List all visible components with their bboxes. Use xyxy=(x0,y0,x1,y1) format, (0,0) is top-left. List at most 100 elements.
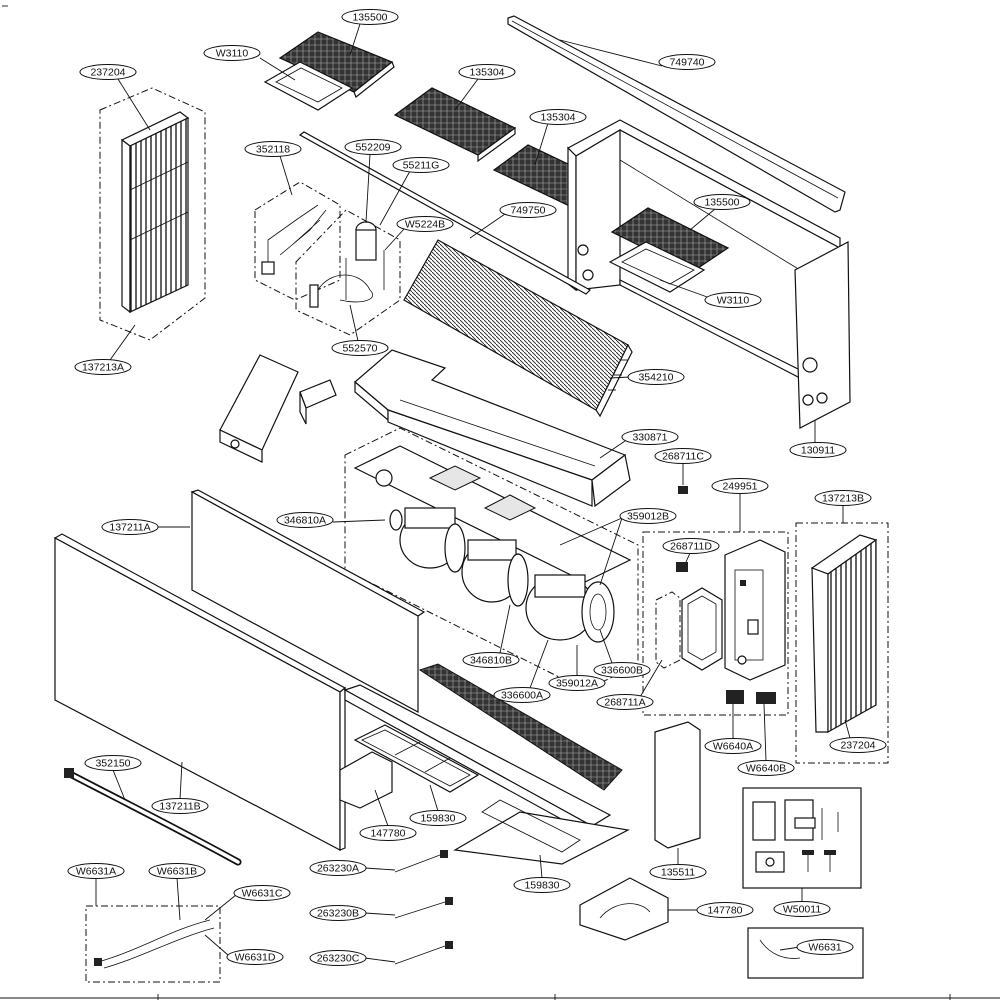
leader-line xyxy=(609,376,631,379)
part-number-text: 55211G xyxy=(403,160,440,172)
part-label-135500a: 135500 xyxy=(341,9,399,56)
rod-749750 xyxy=(298,131,591,295)
leader-line xyxy=(379,170,411,226)
leader-line xyxy=(204,934,229,956)
leader-line xyxy=(534,122,549,166)
label-oval xyxy=(203,45,261,61)
sensor-263230b xyxy=(394,897,453,919)
part-label-135500b: 135500 xyxy=(689,194,751,231)
part-number-text: 330871 xyxy=(632,432,667,444)
part-label-249951: 249951 xyxy=(711,478,769,532)
part-label-263230c: 263230C xyxy=(309,950,396,966)
part-number-text: 749740 xyxy=(669,57,704,69)
part-number-text: 159830 xyxy=(420,813,455,825)
part-number-text: 249951 xyxy=(722,481,757,493)
leader-line xyxy=(499,604,511,654)
hose-352150 xyxy=(64,768,242,866)
part-number-text: 336600A xyxy=(501,690,543,702)
part-number-text: W50011 xyxy=(783,904,821,916)
label-oval xyxy=(621,429,679,445)
coil-354210 xyxy=(403,239,633,418)
part-label-552570: 552570 xyxy=(331,304,389,356)
control-box-249951 xyxy=(724,539,786,681)
leader-line xyxy=(332,519,386,523)
part-label-137211a: 137211A xyxy=(101,519,190,535)
label-oval xyxy=(773,901,831,917)
leader-line xyxy=(844,719,851,739)
part-label-55211g: 55211G xyxy=(379,157,450,226)
part-number-text: 159830 xyxy=(524,880,559,892)
panel-137211a xyxy=(190,489,426,714)
label-oval xyxy=(704,292,762,308)
label-oval xyxy=(344,139,402,155)
bracket-part xyxy=(299,379,337,425)
group-outline-237204 xyxy=(99,87,206,341)
part-number-text: W6631 xyxy=(808,942,841,954)
part-number-text: 749750 xyxy=(510,205,545,217)
part-number-text: 137213A xyxy=(82,362,124,374)
leader-line xyxy=(539,854,543,879)
label-oval xyxy=(627,369,685,385)
part-label-263230b: 263230B xyxy=(309,905,396,921)
part-label-237204a: 237204 xyxy=(79,64,151,131)
part-label-135304b: 135304 xyxy=(529,109,587,166)
part-number-text: 135511 xyxy=(661,867,695,879)
part-label-w6631d: W6631D xyxy=(204,934,284,965)
leader-line xyxy=(429,784,439,812)
part-number-text: 137213B xyxy=(822,493,864,505)
part-number-text: W6631B xyxy=(157,866,197,878)
tray-w3110-top xyxy=(263,61,354,111)
control-box-left xyxy=(219,354,299,463)
label-oval xyxy=(233,885,291,901)
group-outline-w6631 xyxy=(85,905,221,983)
leader-line xyxy=(529,639,549,689)
label-oval xyxy=(276,512,334,528)
part-label-w6640b: W6640B xyxy=(737,703,795,776)
group-outline-137213b xyxy=(795,522,889,764)
part-number-text: 359012B xyxy=(627,511,669,523)
part-label-346810b: 346810B xyxy=(462,604,520,668)
label-oval xyxy=(693,194,751,210)
blower-fan-3 xyxy=(525,574,615,643)
part-number-text: 268711C xyxy=(662,451,704,463)
part-label-336600a: 336600A xyxy=(493,639,551,703)
blower-fan-2 xyxy=(461,539,529,607)
label-oval xyxy=(529,109,587,125)
part-label-137211b: 137211B xyxy=(151,761,209,814)
part-label-137213a: 137213A xyxy=(74,324,136,375)
sensor-263230a xyxy=(394,850,448,873)
leader-line xyxy=(659,279,711,299)
group-outline-249951 xyxy=(642,531,789,716)
label-oval xyxy=(619,508,677,524)
part-number-text: 359012A xyxy=(556,678,598,690)
part-number-text: 552209 xyxy=(355,142,390,154)
leader-line xyxy=(259,57,296,81)
leader-line xyxy=(349,23,361,56)
filter-159830-a xyxy=(353,724,480,793)
hardware-kit-w50011 xyxy=(752,799,839,873)
filter-159830-b xyxy=(453,799,630,865)
label-oval xyxy=(493,687,551,703)
filter-135500-top xyxy=(278,31,395,98)
label-oval xyxy=(392,157,450,173)
label-oval xyxy=(462,652,520,668)
part-number-text: 137211B xyxy=(159,801,200,813)
part-number-text: 135500 xyxy=(352,12,387,24)
label-oval xyxy=(409,810,467,826)
filter-135304-a xyxy=(393,87,517,163)
label-oval xyxy=(331,340,389,356)
part-label-359012a: 359012A xyxy=(548,645,606,691)
label-oval xyxy=(696,902,754,918)
drain-part-147780b xyxy=(579,877,669,941)
part-label-159830a: 159830 xyxy=(409,784,467,826)
leader-line xyxy=(364,867,396,871)
part-number-text: W6631D xyxy=(235,952,276,964)
leader-line xyxy=(279,155,293,196)
part-label-268711a: 268711A xyxy=(596,659,663,710)
part-label-159830b: 159830 xyxy=(513,854,571,893)
part-label-749740: 749740 xyxy=(559,39,716,70)
part-label-w6631: W6631 xyxy=(779,939,854,955)
leader-line xyxy=(112,769,126,801)
label-oval xyxy=(796,939,854,955)
label-oval xyxy=(789,442,847,458)
